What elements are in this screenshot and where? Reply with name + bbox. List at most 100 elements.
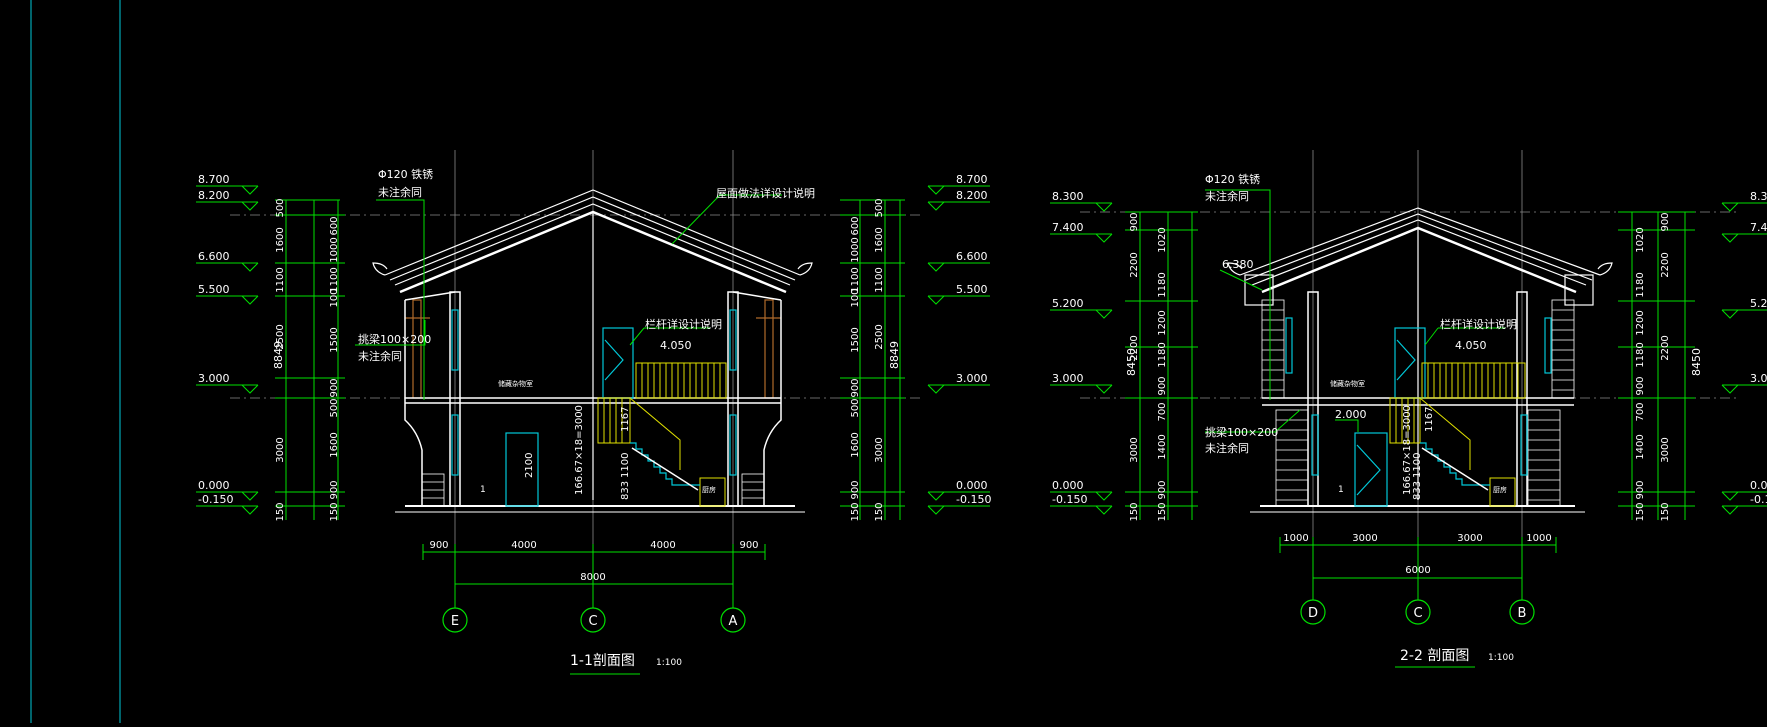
s2-right-level-2-marker (1721, 309, 1767, 319)
s1-left-inner-2: 1100 (329, 267, 340, 292)
s2-left-level-1-marker (1050, 233, 1113, 243)
s1-room-upper: 储藏杂物室 (498, 379, 533, 388)
s1-left-level-6: -0.150 (198, 493, 233, 506)
s2-right-level-1-marker (1721, 233, 1767, 243)
s1-bottom-total: 8000 (580, 572, 605, 583)
s2-axis-D-label: D (1308, 606, 1318, 621)
s2-left-inner-8: 150 (1157, 502, 1168, 521)
s1-left-level-0: 8.700 (198, 173, 230, 186)
s1-right-outer-5: 150 (874, 502, 885, 521)
s1-bottom-dim-3: 900 (739, 540, 758, 551)
s2-right-level-2: 5.2 (1750, 297, 1767, 310)
s2-pipe-note: 未注余同 (1205, 189, 1249, 203)
s2-left-inner-1: 1180 (1157, 272, 1168, 297)
s1-railing-note: 栏杆详设计说明 (645, 317, 722, 331)
s1-bottom-dim-0: 900 (429, 540, 448, 551)
s1-right-inner-0: 600 (850, 216, 861, 235)
s1-axis-C-bubble (580, 607, 606, 633)
s1-right-level-3: 5.500 (956, 283, 988, 296)
s1-axis-E-label: E (451, 614, 459, 629)
s2-left-level-1: 7.400 (1052, 221, 1084, 234)
s1-left-inner-6: 500 (329, 398, 340, 417)
s2-right-inner-5: 700 (1635, 402, 1646, 421)
s2-bottom-dim-lines (1279, 537, 1557, 586)
s1-right-level-6-marker (927, 505, 990, 515)
s2-right-inner-3: 1180 (1635, 342, 1646, 367)
s2-left-level-2-marker (1050, 309, 1113, 319)
s1-vertical-dim-texts: 5001600110025003000150600100011001001500… (272, 198, 901, 521)
s2-bottom-dim-2: 3000 (1457, 533, 1482, 544)
s2-axis-C-label: C (1413, 606, 1422, 621)
s2-left-inner-4: 900 (1157, 376, 1168, 395)
s1-right-outer-2: 1100 (874, 267, 885, 292)
s2-left-level-5-marker (1050, 505, 1113, 515)
s1-stair-h1: 1100 (620, 453, 631, 478)
s1-right-level-0: 8.700 (956, 173, 988, 186)
s1-left-inner-0: 600 (329, 216, 340, 235)
s2-right-level-1: 7.4 (1750, 221, 1767, 234)
s1-walls (404, 291, 782, 507)
s1-scale: 1:100 (656, 658, 682, 668)
s2-left-outer-3: 3000 (1129, 437, 1140, 462)
s1-left-outer-0: 500 (275, 198, 286, 217)
s2-left-level-2: 5.200 (1052, 297, 1084, 310)
s2-axis-B-label: B (1518, 606, 1527, 621)
s1-room-lower-2: 厨房 (702, 485, 716, 494)
s2-left-level-0: 8.300 (1052, 190, 1084, 203)
s1-leaders (355, 194, 782, 400)
s1-beam-label: 挑梁100×200 (358, 332, 431, 346)
s1-right-level-1: 8.200 (956, 189, 988, 202)
s1-right-level-5: 0.000 (956, 479, 988, 492)
s2-left-inner-3: 1180 (1157, 342, 1168, 367)
s1-left-inner-3: 100 (329, 288, 340, 307)
s2-right-level-3: 3.0 (1750, 372, 1767, 385)
s2-right-levels: 8.37.45.23.00.0-0.1 (1721, 190, 1767, 515)
s2-left-outer-0: 900 (1129, 212, 1140, 231)
s2-dim-lines (1125, 211, 1695, 520)
s2-beam-note: 未注余同 (1205, 441, 1249, 455)
s1-left-inner-4: 1500 (329, 327, 340, 352)
s1-left-inner-8: 900 (329, 480, 340, 499)
s1-right-outer-3: 2500 (874, 324, 885, 349)
s1-right-level-2-marker (927, 262, 990, 272)
s1-title: 1-1剖面图 (570, 653, 635, 669)
s2-scale: 1:100 (1488, 653, 1514, 663)
s2-stair-text: 166.67×18=3000 (1402, 405, 1413, 495)
s1-left-outer-1: 1600 (275, 227, 286, 252)
s1-right-inner-2: 1100 (850, 267, 861, 292)
s2-right-inner-1: 1180 (1635, 272, 1646, 297)
s2-right-outer-4: 150 (1660, 502, 1671, 521)
s2-left-level-0-marker (1050, 202, 1113, 212)
s2-right-outer-1: 2200 (1660, 252, 1671, 277)
s1-left-level-4: 3.000 (198, 372, 230, 385)
s2-left-outer-1: 2200 (1129, 252, 1140, 277)
s1-left-outer-3: 2500 (275, 324, 286, 349)
s1-right-level-5-marker (927, 491, 990, 501)
s1-axis-A-bubble (720, 607, 746, 633)
s2-right-inner-2: 1200 (1635, 310, 1646, 335)
s2-left-inner-6: 1400 (1157, 434, 1168, 459)
s2-leaders (1205, 189, 1505, 433)
s1-stair-text: 166.67×18=3000 (574, 405, 585, 495)
s1-left-inner-5: 900 (329, 378, 340, 397)
s2-room-upper: 储藏杂物室 (1330, 379, 1365, 388)
s2-total-height-right: 8450 (1690, 348, 1703, 376)
s2-left-level-4-marker (1050, 491, 1113, 501)
s1-right-level-4: 3.000 (956, 372, 988, 385)
s1-right-level-6: -0.150 (956, 493, 991, 506)
s1-room-lower-1: 1 (480, 485, 486, 495)
s2-total-height-left: 8450 (1125, 348, 1138, 376)
s2-right-level-0-marker (1721, 202, 1767, 212)
s2-right-inner-4: 900 (1635, 376, 1646, 395)
s1-windows (451, 309, 737, 507)
s2-railing-note: 栏杆详设计说明 (1440, 317, 1517, 331)
s1-right-level-4-marker (927, 384, 990, 394)
s1-right-inner-9: 150 (850, 502, 861, 521)
s2-right-outer-3: 3000 (1660, 437, 1671, 462)
s2-stair-h1: 1100 (1412, 453, 1423, 478)
s1-right-level-1-marker (927, 201, 990, 211)
